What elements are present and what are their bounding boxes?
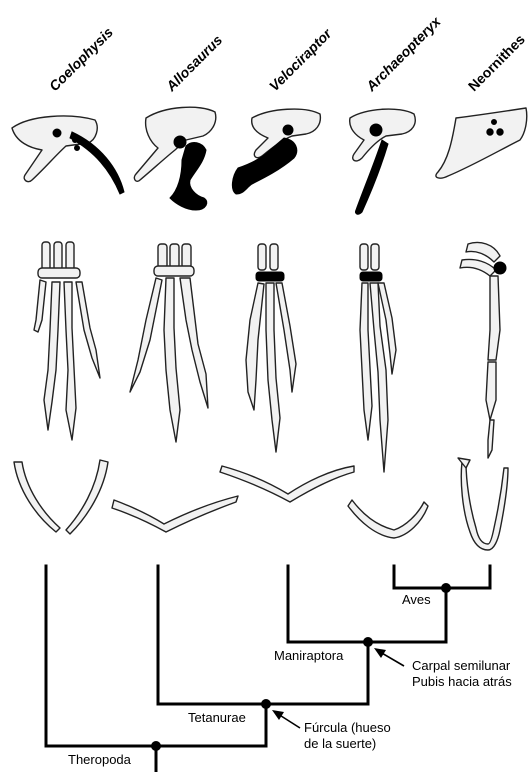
taxon-label-archaeopteryx: Archaeopteryx [362,13,444,95]
node-maniraptora [363,637,373,647]
taxon-label-allosaurus: Allosaurus [162,31,225,94]
character-retroverted-pubis: Pubis hacia atrás [412,674,512,689]
taxon-label-coelophysis: Coelophysis [46,24,116,94]
furcula-velociraptor [220,466,354,502]
furcula-neornithes [458,458,508,550]
hand-allosaurus [130,244,208,442]
character-furcula-line2: de la suerte) [304,736,376,751]
hand-velociraptor [246,244,296,452]
furcula-allosaurus [112,496,238,532]
pelvis-allosaurus [134,107,215,210]
arrow-maniraptora [374,648,404,666]
clavicles-coelophysis [14,460,108,534]
pelvis-archaeopteryx [350,109,416,214]
pelvis-neornithes [436,108,527,178]
clade-label-maniraptora: Maniraptora [274,648,344,663]
hand-coelophysis [34,242,100,440]
hand-archaeopteryx [360,244,396,472]
pelvis-velociraptor [232,109,320,194]
node-tetanurae [261,699,271,709]
taxon-label-neornithes: Neornithes [465,31,528,94]
clade-label-aves: Aves [402,592,431,607]
character-furcula-line1: Fúrcula (hueso [304,720,391,735]
furcula-archaeopteryx [348,500,428,538]
node-aves [441,583,451,593]
arrow-tetanurae [272,710,300,728]
taxon-label-velociraptor: Velociraptor [266,24,336,94]
branch-aves [394,566,490,588]
hand-neornithes [460,243,506,459]
branch-tetanurae [158,566,368,704]
clade-label-theropoda: Theropoda [68,752,132,767]
node-theropoda [151,741,161,751]
clade-label-tetanurae: Tetanurae [188,710,246,725]
character-semilunate-carpal: Carpal semilunar [412,658,511,673]
pelvis-coelophysis [12,116,124,194]
